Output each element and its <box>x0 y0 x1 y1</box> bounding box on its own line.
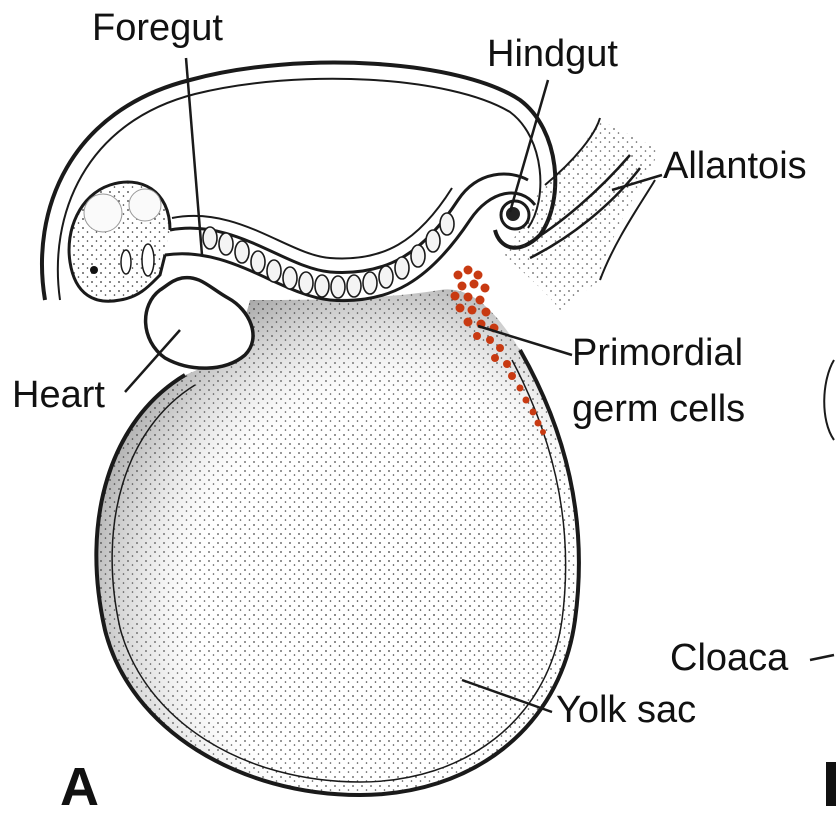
cloaca-leader <box>810 655 834 660</box>
yolk-sac-label: Yolk sac <box>556 690 696 730</box>
panel-b-outline <box>824 360 834 440</box>
heart-label: Heart <box>12 375 105 415</box>
hindgut-label: Hindgut <box>487 34 618 74</box>
foregut-label: Foregut <box>92 8 223 48</box>
heart-shape <box>146 278 253 369</box>
embryo-head <box>69 182 170 301</box>
germ-cells-label: germ cells <box>572 389 745 429</box>
panel-b-label-fragment <box>826 762 836 806</box>
cloaca-label: Cloaca <box>670 638 788 678</box>
gut-tube <box>165 174 535 301</box>
panel-label: A <box>60 760 99 814</box>
foregut-leader <box>186 58 202 255</box>
primordial-label: Primordial <box>572 333 743 373</box>
allantois-label: Allantois <box>663 146 807 186</box>
